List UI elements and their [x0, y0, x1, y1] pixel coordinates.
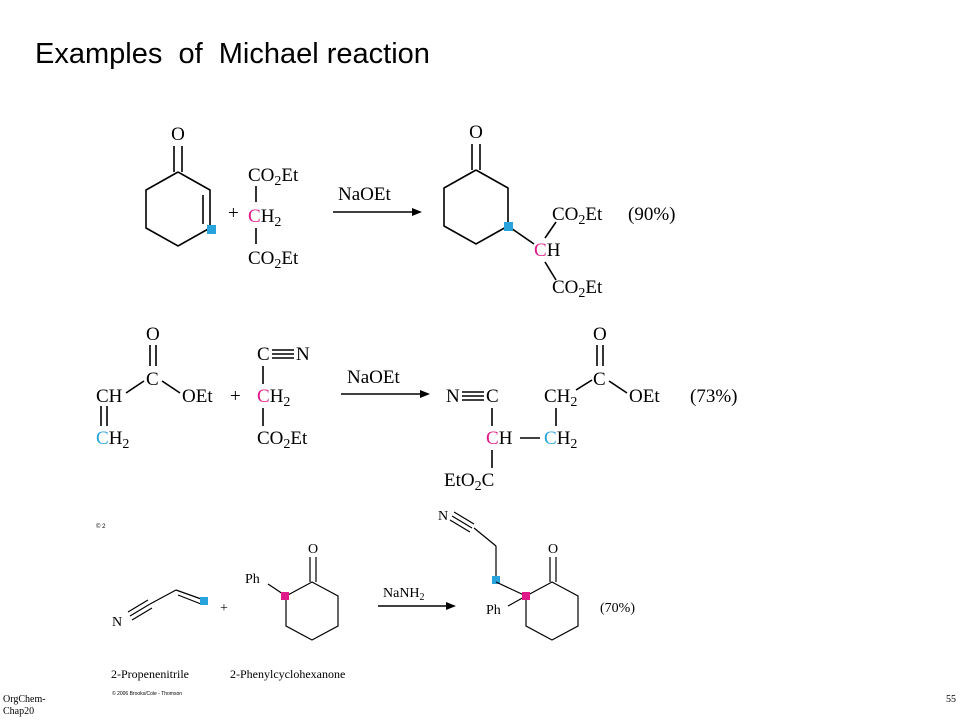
svg-text:CO2Et: CO2Et [552, 277, 603, 301]
svg-text:CH: CH [96, 386, 123, 407]
svg-text:C: C [257, 344, 270, 365]
svg-text:OEt: OEt [182, 386, 213, 407]
svg-text:OEt: OEt [629, 386, 660, 407]
svg-text:N: N [446, 386, 460, 407]
slide-title: Examples of Michael reaction [35, 38, 430, 70]
cyclohexenone [145, 146, 216, 247]
svg-text:CO2Et: CO2Et [248, 165, 299, 189]
svg-text:+: + [230, 386, 241, 407]
reaction-1: O + CO2Et CH2 CO2Et NaOEt O CO2Et CH CO2… [145, 122, 675, 301]
svg-text:CO2Et: CO2Et [552, 204, 603, 228]
copyright-note: © 2006 Brooks/Cole - Thomson [112, 690, 182, 697]
reaction-2: O C CH OEt CH2 + C N CH2 CO2Et NaOEt N C… [96, 324, 737, 494]
product-1 [443, 144, 557, 281]
svg-text:O: O [146, 324, 160, 345]
svg-text:EtO2C: EtO2C [444, 470, 494, 494]
yield-70: (70%) [600, 601, 635, 616]
svg-text:C: C [486, 386, 499, 407]
svg-text:Ph: Ph [245, 572, 260, 587]
product-o: O [469, 122, 483, 143]
diethyl-malonate: CO2Et CH2 CO2Et [248, 165, 299, 272]
svg-text:CH2: CH2 [544, 428, 577, 452]
reagent-naoet: NaOEt [338, 184, 391, 205]
svg-text:CH: CH [486, 428, 513, 449]
svg-text:CH2: CH2 [257, 386, 290, 410]
svg-text:O: O [308, 542, 318, 557]
plus-sign: + [228, 203, 239, 224]
svg-text:O: O [548, 542, 558, 557]
svg-text:+: + [220, 601, 228, 616]
label-phenylcyclohexanone: 2-Phenylcyclohexanone [230, 667, 345, 681]
svg-text:C: C [593, 369, 606, 390]
svg-text:CO2Et: CO2Et [248, 248, 299, 272]
svg-text:Ph: Ph [486, 603, 501, 618]
acceptor-marker [207, 225, 216, 234]
yield-90: (90%) [628, 204, 675, 225]
label-propenenitrile: 2-Propenenitrile [111, 667, 189, 681]
svg-text:C: C [146, 369, 159, 390]
ketone-o: O [171, 124, 185, 145]
reaction-3: © 2 N + O Ph NaNH2 N [96, 509, 635, 697]
svg-text:NaNH2: NaNH2 [383, 586, 425, 603]
svg-text:NaOEt: NaOEt [347, 367, 400, 388]
svg-text:CH2: CH2 [248, 206, 281, 230]
footer-course-label: OrgChem-Chap20 [3, 694, 46, 717]
svg-text:© 2: © 2 [96, 523, 106, 530]
svg-text:O: O [593, 324, 607, 345]
svg-text:CO2Et: CO2Et [257, 428, 308, 452]
page-number: 55 [946, 694, 956, 705]
svg-text:CH2: CH2 [96, 428, 129, 452]
svg-text:CH: CH [534, 240, 561, 261]
svg-text:N: N [438, 509, 448, 524]
svg-text:N: N [296, 344, 310, 365]
yield-73: (73%) [690, 386, 737, 407]
svg-text:CH2: CH2 [544, 386, 577, 410]
svg-text:N: N [112, 615, 122, 630]
